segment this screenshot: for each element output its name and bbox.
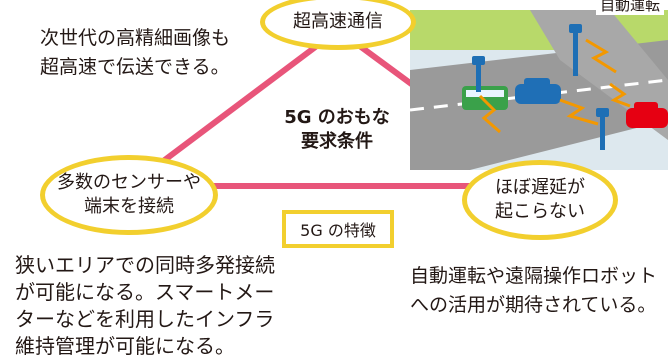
description-line: 維持管理が可能になる。: [15, 334, 235, 358]
signal-arrow: [609, 82, 631, 108]
car-blue-window: [524, 78, 550, 88]
signal-arrow: [478, 94, 501, 134]
signal-arrow: [559, 98, 599, 126]
car-red: [626, 108, 668, 128]
feature-label: 5G の特徴: [282, 210, 394, 248]
illustration-caption: 自動運転: [595, 0, 664, 15]
description-line: が可能になる。スマートメー: [15, 280, 275, 304]
description-line: への活用が期待されている。: [410, 294, 657, 316]
antenna-icon: [472, 56, 485, 92]
requirement-node-right: ほぼ遅延が 起こらない: [462, 160, 618, 240]
description-line: ターなどを利用したインフラ: [15, 307, 275, 331]
requirement-node-left: 多数のセンサーや 端末を接続: [40, 155, 218, 235]
description-line: 狭いエリアでの同時多発接続: [15, 253, 275, 277]
antenna-icon: [596, 108, 609, 150]
bus-windows: [466, 90, 504, 97]
car-blue: [515, 84, 561, 104]
autonomous-driving-illustration: 自動運転: [409, 0, 668, 170]
description-line: 次世代の高精細画像も: [40, 27, 231, 49]
description-line: 超高速で伝送できる。: [40, 56, 230, 78]
road-crossing: [530, 10, 668, 140]
antenna-icon: [569, 24, 582, 76]
description-bottom-left: 狭いエリアでの同時多発接続 が可能になる。スマートメー ターなどを利用したインフ…: [15, 252, 275, 360]
requirement-node-top: 超高速通信: [260, 0, 416, 50]
description-top-left: 次世代の高精細画像も 超高速で伝送できる。: [40, 24, 230, 82]
center-label: 5G のおもな 要求条件: [284, 107, 390, 152]
car-red-window: [634, 102, 658, 112]
description-line: 自動運転や遠隔操作ロボット: [410, 265, 658, 287]
signal-arrow: [585, 38, 617, 74]
bus: [462, 86, 508, 110]
description-bottom-right: 自動運転や遠隔操作ロボット への活用が期待されている。: [410, 262, 657, 320]
